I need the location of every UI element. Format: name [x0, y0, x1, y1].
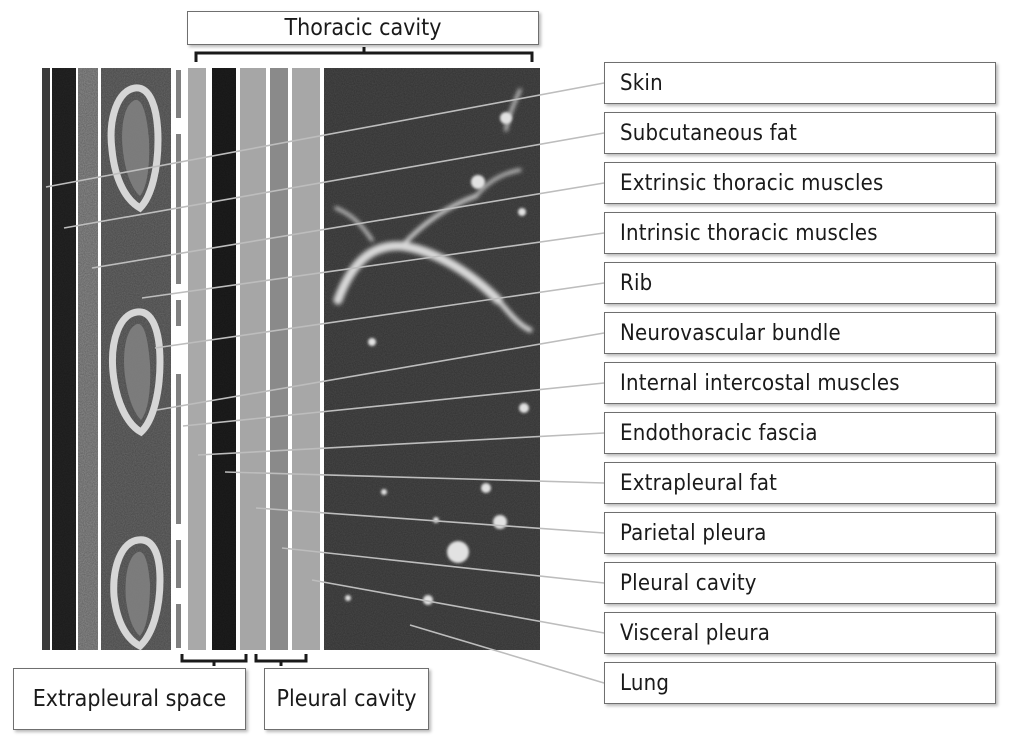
leader-lines — [45, 82, 605, 684]
label-pleural-cavity: Pleural cavity — [604, 562, 996, 604]
neurovascular-strip — [174, 68, 184, 650]
label-skin: Skin — [604, 62, 996, 104]
label-intrinsic-thoracic-muscles: Intrinsic thoracic muscles — [604, 212, 996, 254]
parietal-pleura-bar — [270, 68, 288, 650]
pleural-cavity-bar — [292, 68, 320, 650]
label-extrapleural-fat: Extrapleural fat — [604, 462, 996, 504]
label-lung: Lung — [604, 662, 996, 704]
thoracic-cavity-bracket — [194, 47, 534, 62]
label-visceral-pleura: Visceral pleura — [604, 612, 996, 654]
extrapleural-space-bracket — [180, 654, 248, 666]
label-rib: Rib — [604, 262, 996, 304]
rib-shapes — [107, 84, 164, 651]
extrapleural-space-heading: Extrapleural space — [13, 668, 246, 730]
label-parietal-pleura: Parietal pleura — [604, 512, 996, 554]
label-internal-intercostal-muscles: Internal intercostal muscles — [604, 362, 996, 404]
skin-layer — [42, 68, 50, 650]
label-endothoracic-fascia: Endothoracic fascia — [604, 412, 996, 454]
label-extrinsic-thoracic-muscles: Extrinsic thoracic muscles — [604, 162, 996, 204]
lung-region — [324, 68, 540, 650]
pleural-cavity-heading: Pleural cavity — [264, 668, 429, 730]
thoracic-cavity-heading: Thoracic cavity — [187, 11, 539, 45]
label-subcutaneous-fat: Subcutaneous fat — [604, 112, 996, 154]
pleural-cavity-bracket — [254, 654, 308, 666]
label-neurovascular-bundle: Neurovascular bundle — [604, 312, 996, 354]
internal-intercostal-bar — [188, 68, 206, 650]
extrapleural-fat-bar — [240, 68, 266, 650]
